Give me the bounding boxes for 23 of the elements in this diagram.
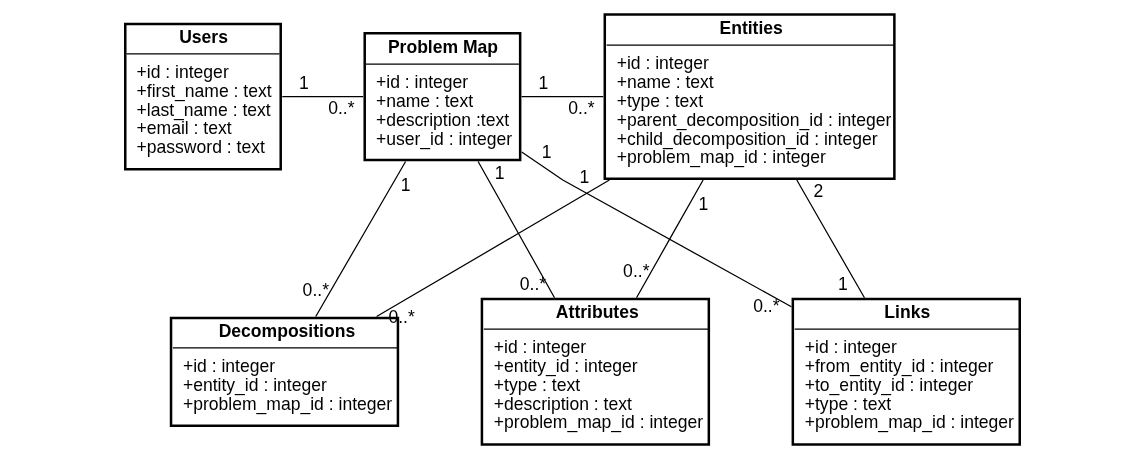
- label: 2: [813, 181, 824, 202]
- connector: [635, 179, 704, 299]
- label: 0..*: [519, 273, 547, 294]
- connector: [521, 151, 793, 308]
- label: 1: [538, 72, 549, 93]
- connector: [281, 96, 364, 98]
- label: 1: [400, 175, 411, 196]
- connector: [315, 160, 407, 318]
- label: 1: [494, 162, 505, 183]
- label: 0..*: [328, 97, 355, 118]
- label: 1: [541, 142, 552, 163]
- connector: [796, 179, 866, 299]
- label: 1: [837, 273, 848, 294]
- connector: [376, 179, 610, 318]
- connector: [520, 96, 604, 98]
- label: 1: [698, 193, 709, 214]
- label: 0..*: [568, 97, 595, 118]
- label: 1: [299, 72, 309, 93]
- connector: [477, 160, 556, 299]
- label: 0..*: [753, 295, 780, 316]
- label: 0..*: [302, 280, 329, 301]
- label: 1: [579, 166, 590, 187]
- label: 0..*: [623, 261, 650, 282]
